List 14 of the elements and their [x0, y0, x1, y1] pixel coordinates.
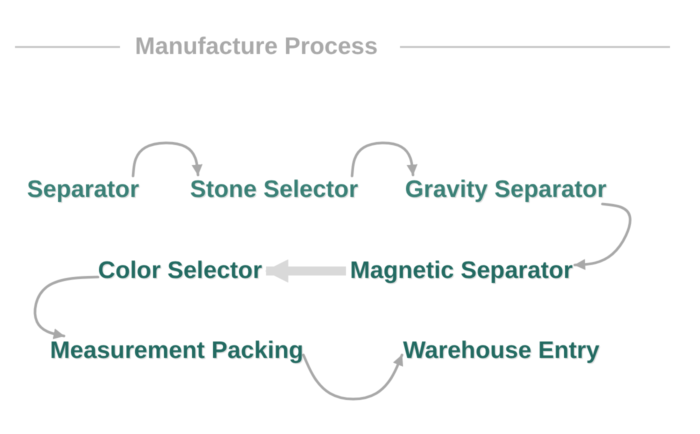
- step-label: Gravity Separator: [405, 176, 606, 204]
- curved-arrow: [132, 142, 203, 178]
- step-label: Stone Selector: [190, 176, 358, 204]
- block-arrow: [264, 259, 346, 283]
- curved-arrow: [34, 276, 100, 340]
- curved-arrow: [573, 202, 632, 270]
- step-label: Measurement Packing: [50, 337, 304, 365]
- step-label: Warehouse Entry: [403, 337, 600, 365]
- step-label: Color Selector: [98, 257, 262, 285]
- step-label: Magnetic Separator: [350, 257, 573, 285]
- curved-arrow: [302, 354, 404, 400]
- step-label: Separator: [27, 176, 140, 204]
- title: Manufacture Process: [135, 33, 378, 61]
- curved-arrow: [350, 142, 418, 178]
